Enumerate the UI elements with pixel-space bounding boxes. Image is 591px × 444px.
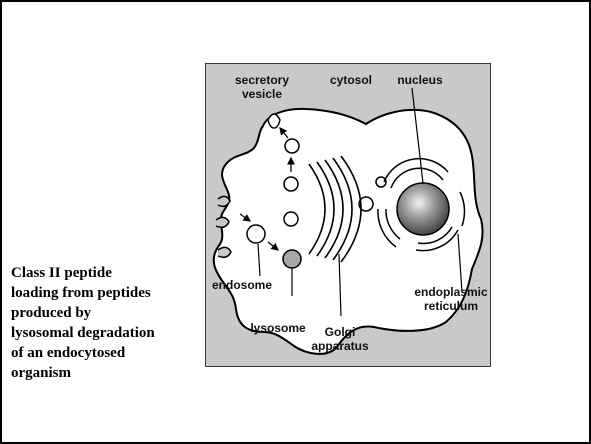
caption-line: organism [11,363,207,383]
membrane-pocket [218,196,230,206]
cell-diagram: secretory vesicle cytosol nucleus endopl… [205,63,491,367]
label-golgi-apparatus: Golgi [325,325,356,339]
caption-line: lysosomal degradation [11,323,207,343]
slide-caption: Class II peptide loading from peptides p… [11,263,207,383]
caption-line: produced by [11,303,207,323]
label-endoplasmic-reticulum: endoplasmic [414,285,488,299]
vesicle-icon [284,177,298,191]
vesicle-icon [285,139,299,153]
label-cytosol: cytosol [330,73,372,87]
label-secretory-vesicle: vesicle [242,87,282,101]
label-endosome: endosome [212,278,272,292]
label-nucleus: nucleus [397,73,443,87]
membrane-pocket [216,217,229,227]
label-golgi-apparatus: apparatus [311,339,369,353]
lysosome-icon [283,250,301,268]
caption-line: of an endocytosed [11,343,207,363]
caption-line: loading from peptides [11,283,207,303]
membrane-pocket [218,247,231,257]
nucleus-icon [397,183,449,235]
cell-diagram-svg: secretory vesicle cytosol nucleus endopl… [206,64,490,366]
endosome-icon [247,225,265,243]
label-secretory-vesicle: secretory [235,73,289,87]
label-endoplasmic-reticulum: reticulum [424,299,478,313]
caption-line: Class II peptide [11,263,207,283]
secretory-vesicle-icon [268,114,280,128]
label-lysosome: lysosome [250,321,306,335]
vesicle-icon [284,212,298,226]
